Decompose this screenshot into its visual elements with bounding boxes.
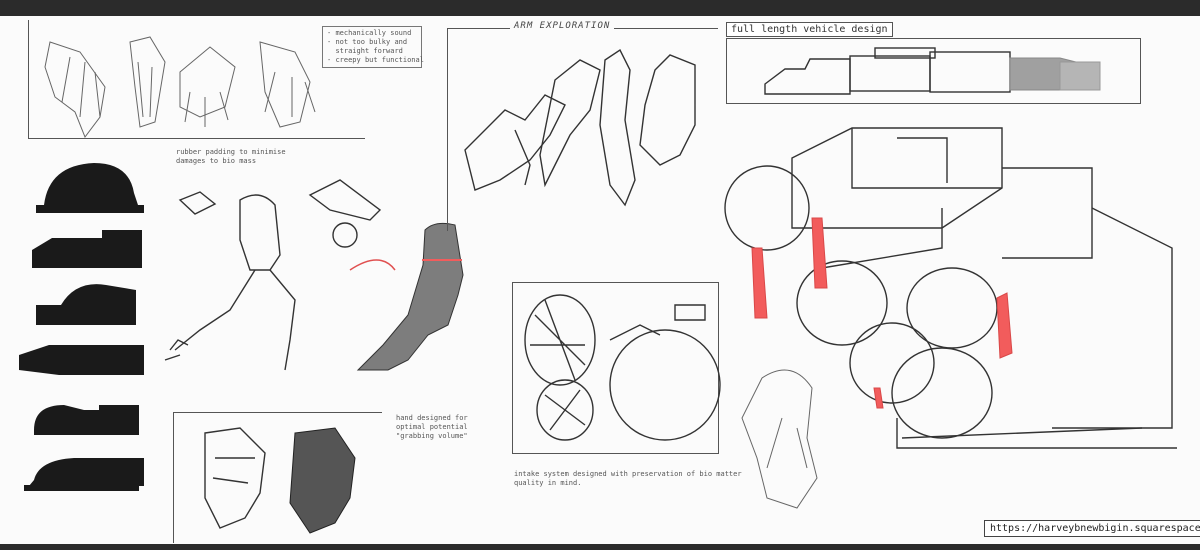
- hand-designed-line-1: hand designed for: [396, 414, 468, 422]
- isometric-vehicle-sketch: [724, 127, 1177, 509]
- hand-sketches: [44, 36, 316, 139]
- arm-sketches-main: [164, 179, 464, 371]
- hand-criteria-line-1: - mechanically sound: [327, 29, 412, 37]
- top-frame-bar: [0, 0, 1200, 16]
- intake-system-panel: [512, 282, 719, 454]
- hand-sketch-panel: [28, 20, 365, 139]
- intake-system-note: intake system designed with preservation…: [514, 470, 742, 488]
- hand-closeups: [204, 427, 356, 534]
- arm-exploration-title: ARM EXPLORATION: [510, 21, 615, 31]
- hand-designed-line-3: "grabbing volume": [396, 432, 468, 440]
- intake-system-sketch: [524, 294, 721, 441]
- hand-closeup-panel: [173, 412, 382, 543]
- intake-system-line-1: intake system designed with preservation…: [514, 470, 742, 478]
- hand-criteria-note: - mechanically sound - not too bulky and…: [322, 26, 424, 68]
- full-length-vehicle: [764, 47, 1101, 95]
- vehicle-silhouettes: [19, 163, 144, 491]
- vehicle-design-title: full length vehicle design: [726, 22, 893, 37]
- red-accent-flaps: [751, 217, 1013, 409]
- portfolio-url: https://harveybnewbigin.squarespace.com/: [984, 520, 1200, 537]
- hand-criteria-line-2: - not too bulky and: [327, 38, 408, 46]
- rubber-padding-note: rubber padding to minimise damages to bi…: [176, 148, 286, 166]
- rubber-padding-line-1: rubber padding to minimise: [176, 148, 286, 156]
- hand-criteria-line-3: straight forward: [335, 47, 403, 55]
- vehicle-design-panel: [726, 38, 1141, 104]
- intake-system-line-2: quality in mind.: [514, 479, 582, 487]
- hand-designed-note: hand designed for optimal potential "gra…: [396, 414, 468, 441]
- hand-designed-line-2: optimal potential: [396, 423, 468, 431]
- rubber-padding-line-2: damages to bio mass: [176, 157, 257, 165]
- arm-exploration-sketches: [464, 48, 696, 207]
- bottom-frame-bar: [0, 544, 1200, 550]
- hand-criteria-line-4: - creepy but functional: [327, 56, 424, 64]
